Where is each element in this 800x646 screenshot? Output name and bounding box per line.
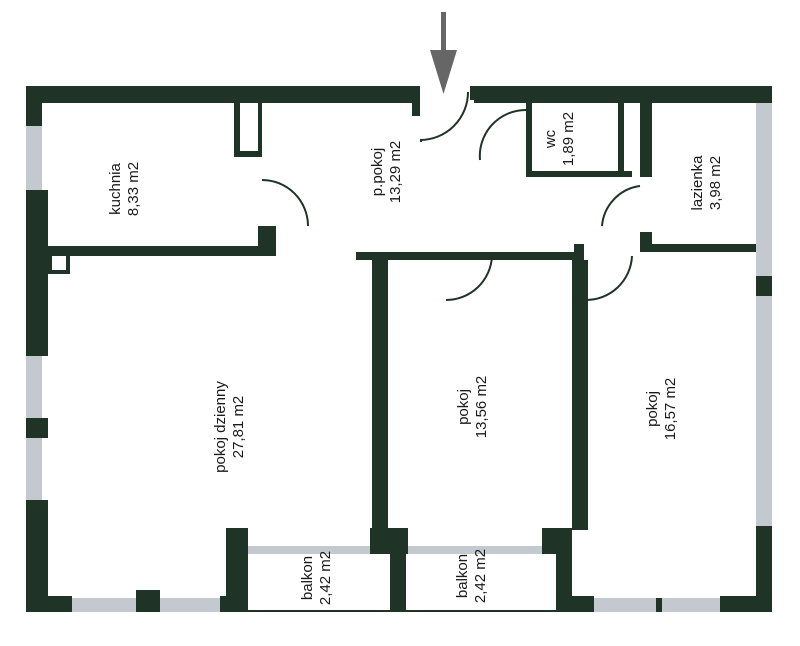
wall-top-right (474, 86, 772, 103)
wall-pokoj-1-left (372, 260, 388, 530)
door-pokoj-1 (445, 255, 493, 302)
room-ppokoj: p.pokoj 13,29 m2 (369, 141, 404, 204)
room-wc: wc 1,89 m2 (542, 112, 577, 166)
room-area: 13,56 m2 (473, 376, 490, 439)
wall-top-left (26, 86, 418, 103)
room-name: lazienka (689, 155, 706, 211)
room-pokoj-1: pokoj 13,56 m2 (455, 376, 490, 439)
wall-kuchnia-bottom (42, 246, 276, 256)
wall-balkon-left (226, 528, 248, 612)
room-area: 27,81 m2 (230, 396, 247, 459)
room-name: kuchnia (107, 162, 124, 214)
wall-lazienka-left (640, 103, 652, 177)
wall-lazienka-bottom (648, 244, 756, 252)
door-kuchnia (261, 179, 309, 227)
arrow-down-icon (430, 12, 457, 94)
room-area: 16,57 m2 (662, 378, 679, 441)
walls (26, 86, 772, 612)
room-name: pokoj (644, 391, 661, 427)
room-area: 3,98 m2 (707, 156, 724, 210)
room-name: balkon (299, 556, 316, 600)
room-area: 13,29 m2 (387, 141, 404, 204)
room-area: 8,33 m2 (125, 162, 142, 216)
wall-pokoj-2-left (572, 260, 588, 530)
window-dzienny-1 (26, 356, 42, 418)
window-kuchnia (26, 126, 42, 190)
door-entrance (419, 91, 469, 141)
window-dzienny-bottom-2 (160, 598, 220, 612)
window-balkon-2-top (406, 546, 542, 554)
room-pokoj-dzienny: pokoj dzienny 27,81 m2 (212, 381, 247, 473)
wall-wc-left (526, 103, 532, 177)
wall-corridor-bottom (356, 252, 574, 260)
window-pokoj-bottom-2 (662, 598, 720, 612)
room-balkon-2: balkon 2,42 m2 (454, 549, 489, 603)
room-name: p.pokoj (369, 148, 386, 196)
window-balkon-1-top (246, 546, 372, 554)
doors (261, 91, 641, 302)
wall-balkon-mid (370, 528, 408, 554)
room-area: 2,42 m2 (317, 551, 334, 605)
room-pokoj-2: pokoj 16,57 m2 (644, 378, 679, 441)
room-name: pokoj (455, 389, 472, 425)
windows (26, 86, 772, 612)
door-pokoj-2 (585, 255, 633, 302)
window-dzienny-2 (26, 438, 42, 500)
wall-wc-bottom (526, 171, 632, 177)
window-dzienny-bottom-1 (72, 598, 136, 612)
room-name: balkon (454, 554, 471, 598)
room-name: wc (542, 129, 559, 149)
window-lazienka (756, 86, 772, 276)
door-wc (478, 108, 527, 161)
room-area: 1,89 m2 (560, 112, 577, 166)
room-name: pokoj dzienny (212, 381, 229, 473)
room-kuchnia: kuchnia 8,33 m2 (107, 162, 142, 216)
room-lazienka: lazienka 3,98 m2 (689, 155, 724, 211)
room-balkon-1: balkon 2,42 m2 (299, 551, 334, 605)
window-pokoj-bottom-1 (594, 598, 656, 612)
door-lazienka (601, 185, 641, 227)
window-pokoj-right (756, 296, 772, 526)
room-labels: kuchnia 8,33 m2 p.pokoj 13,29 m2 wc 1,89… (107, 112, 724, 605)
room-area: 2,42 m2 (472, 549, 489, 603)
wall-balkon-right (542, 528, 572, 554)
